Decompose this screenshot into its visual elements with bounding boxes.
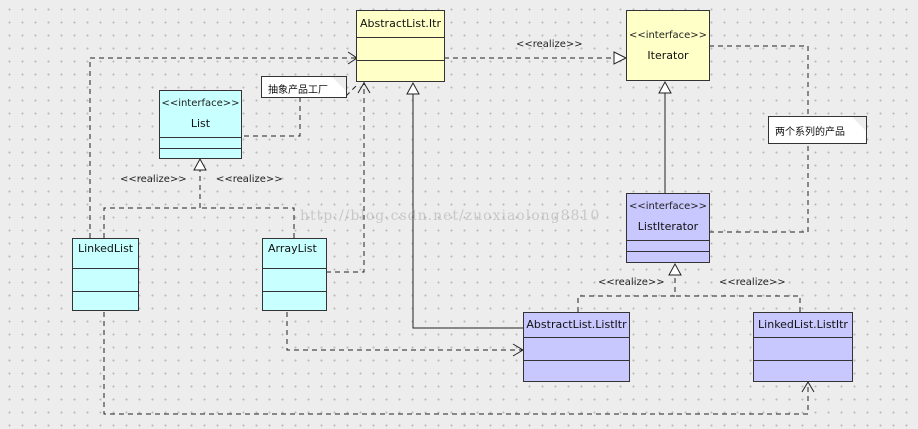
arrowhead-hollow-list — [193, 157, 207, 171]
realize-label: <<realize>> — [516, 39, 583, 50]
interface-iterator[interactable]: <<interface>> Iterator — [626, 10, 710, 81]
class-name: ListIterator — [637, 220, 699, 233]
class-abstractlist-listitr[interactable]: AbstractList.ListItr — [523, 312, 630, 382]
note-link-iterator — [709, 45, 809, 116]
arrowhead-hollow-iterator — [613, 51, 628, 65]
stereotype-label: <<interface>> — [161, 98, 240, 109]
class-abstractlist-itr[interactable]: AbstractList.Itr — [356, 10, 445, 82]
attributes-section — [160, 138, 241, 149]
operations-section — [357, 61, 444, 81]
class-name: LinkedList — [78, 242, 134, 255]
dep-linkedlist-itr — [89, 57, 356, 238]
class-header: <<interface>> List — [160, 91, 241, 138]
note-link-list — [244, 98, 301, 137]
operations-section — [524, 361, 629, 381]
note-link-itr — [345, 85, 357, 97]
class-name: List — [190, 117, 211, 130]
operations-section — [73, 292, 138, 310]
attributes-section — [73, 269, 138, 292]
note-text: 抽象产品工厂 — [268, 85, 328, 96]
note-fold-icon — [332, 77, 346, 91]
class-name: LinkedList.ListItr — [758, 318, 848, 331]
class-header: ArrayList — [263, 239, 326, 269]
operations-section — [627, 252, 709, 262]
realize-abstractlistitr-listiterator — [577, 275, 676, 312]
realize-linkedlist-list — [103, 170, 201, 238]
class-header: AbstractList.Itr — [357, 11, 444, 38]
stereotype-label: <<interface>> — [628, 29, 708, 41]
class-name: AbstractList.ListItr — [526, 318, 627, 331]
dep-arraylist-listitr — [286, 312, 522, 351]
note-text: 两个系列的产品 — [775, 127, 845, 138]
open-arrow-itr-bottom — [357, 82, 371, 94]
dep-arraylist-itr — [326, 82, 365, 273]
attributes-section — [357, 38, 444, 61]
class-header: <<interface>> ListIterator — [627, 194, 709, 241]
realize-label: <<realize>> — [216, 174, 283, 185]
gen-listitr-itr — [412, 94, 524, 329]
operations-section — [160, 149, 241, 158]
interface-listiterator[interactable]: <<interface>> ListIterator — [626, 193, 710, 263]
arrowhead-hollow-listiterator — [668, 262, 682, 276]
class-header: AbstractList.ListItr — [524, 313, 629, 338]
note-abstract-factory[interactable]: 抽象产品工厂 — [261, 76, 347, 98]
class-name: Iterator — [647, 48, 689, 62]
class-header: LinkedList.ListItr — [754, 313, 852, 338]
class-linkedlist-listitr[interactable]: LinkedList.ListItr — [753, 312, 853, 382]
stereotype-label: <<interface>> — [628, 201, 708, 212]
realize-arraylist-list — [200, 207, 295, 238]
realize-label: <<realize>> — [120, 174, 187, 185]
realize-label: <<realize>> — [598, 277, 665, 288]
class-name: ArrayList — [268, 242, 317, 255]
class-header: LinkedList — [73, 239, 138, 269]
class-arraylist[interactable]: ArrayList — [262, 238, 327, 311]
watermark: http://blog.csdn.net/zuoxiaolong8810 — [300, 208, 601, 224]
note-two-series[interactable]: 两个系列的产品 — [768, 116, 867, 144]
realize-linkedlistitr-listiterator — [675, 295, 801, 312]
operations-section — [263, 292, 326, 310]
note-link-listiterator — [709, 144, 809, 233]
attributes-section — [627, 241, 709, 252]
attributes-section — [754, 338, 852, 361]
arrowhead-hollow-iterator-top — [658, 80, 672, 94]
arrowhead-hollow-itr — [406, 81, 420, 95]
class-linkedlist[interactable]: LinkedList — [72, 238, 139, 311]
class-header: <<interface>> Iterator — [627, 11, 709, 80]
note-fold-icon — [852, 117, 866, 131]
realize-label: <<realize>> — [719, 277, 786, 288]
dep-linkedlist-linkedlistitr — [103, 312, 809, 415]
interface-list[interactable]: <<interface>> List — [159, 90, 242, 159]
class-name: AbstractList.Itr — [360, 17, 441, 30]
open-arrow-linkedlistitr — [801, 381, 815, 393]
operations-section — [754, 361, 852, 381]
attributes-section — [263, 269, 326, 292]
attributes-section — [524, 338, 629, 361]
